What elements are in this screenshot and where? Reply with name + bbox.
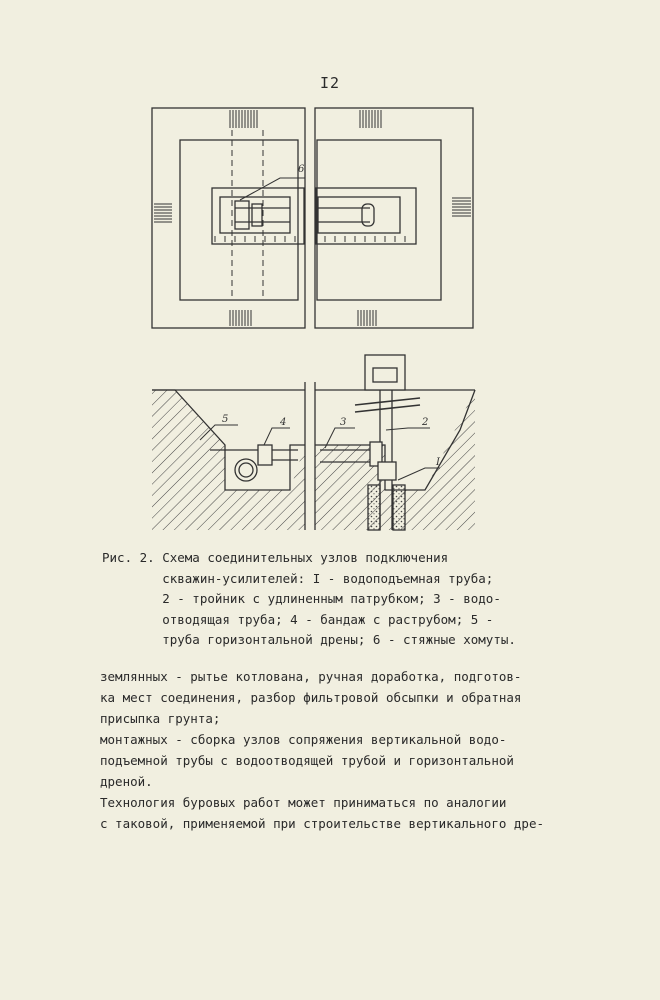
text-line: присыпка грунта; (100, 711, 221, 726)
text-line: землянных - рытье котлована, ручная дора… (100, 669, 522, 684)
plan-left-trench (211, 187, 305, 245)
caption-line: отводящая труба; 4 - бандаж с раструбом;… (102, 611, 494, 627)
section-view (152, 354, 476, 531)
plan-left-outer (151, 107, 306, 329)
connection-nodes-figure: 6 (140, 100, 490, 540)
plan-scale-ticks (154, 110, 471, 326)
text-line: подъемной трубы с водоотводящей трубой и… (100, 753, 514, 768)
body-text: землянных - рытье котлована, ручная дора… (100, 666, 560, 834)
label-4: 4 (279, 417, 286, 428)
text-line: монтажных - сборка узлов сопряжения верт… (100, 732, 507, 747)
text-line: Технология буровых работ может принимать… (100, 795, 507, 810)
text-line: ка мест соединения, разбор фильтровой об… (100, 690, 522, 705)
page-number: I2 (319, 74, 341, 92)
label-1: I (435, 457, 441, 468)
text-line: с таковой, применяемой при строительстве… (100, 816, 545, 831)
plan-right-outer (314, 107, 474, 329)
caption-line: 2 - тройник с удлиненным патрубком; 3 - … (102, 591, 501, 606)
figure-drawing: 6 (151, 107, 476, 531)
figure-caption: Рис. 2. Схема соединительных узлов подкл… (102, 548, 562, 651)
label-2: 2 (421, 417, 428, 428)
label-6: 6 (298, 164, 305, 175)
label-5: 5 (222, 414, 228, 425)
caption-line: Рис. 2. Схема соединительных узлов подкл… (102, 550, 449, 565)
caption-line: скважин-усилителей: I - водоподъемная тр… (102, 570, 494, 586)
caption-line: труба горизонтальной дрены; 6 - стяжные … (102, 632, 516, 647)
plan-left-inner (179, 139, 299, 301)
label-3: 3 (340, 417, 346, 428)
plan-view (151, 107, 474, 329)
plan-right-trench (315, 187, 417, 245)
plan-right-inner (316, 139, 442, 301)
text-line: дреной. (100, 774, 153, 789)
